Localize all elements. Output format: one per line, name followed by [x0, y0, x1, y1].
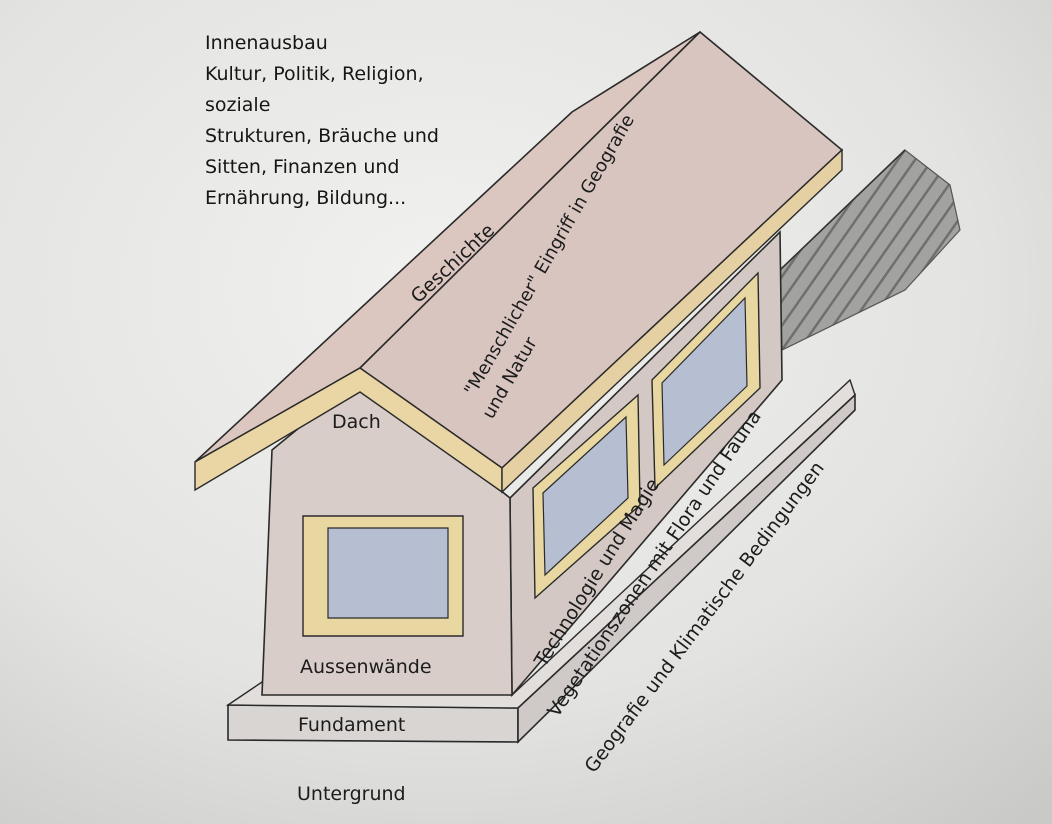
intro-line: Sitten, Finanzen und	[205, 156, 400, 178]
intro-line: Innenausbau	[205, 32, 328, 54]
interior-topics-list: Innenausbau Kultur, Politik, Religion, s…	[205, 28, 505, 214]
label-aussenwaende: Aussenwände	[300, 656, 432, 678]
intro-line: Strukturen, Bräuche und	[205, 125, 439, 147]
ground-line	[779, 149, 906, 271]
label-dach: Dach	[332, 411, 381, 433]
label-fundament: Fundament	[298, 714, 406, 736]
foundation-side	[517, 393, 856, 744]
label-untergrund: Untergrund	[297, 783, 406, 805]
roof-edge-eave	[501, 148, 843, 494]
intro-line: soziale	[205, 94, 271, 116]
front-window-glass	[327, 527, 449, 619]
intro-line: Ernährung, Bildung...	[205, 187, 407, 209]
side-window-1-glass	[542, 415, 629, 577]
intro-line: Kultur, Politik, Religion,	[205, 63, 424, 85]
side-window-2-glass	[661, 296, 748, 467]
